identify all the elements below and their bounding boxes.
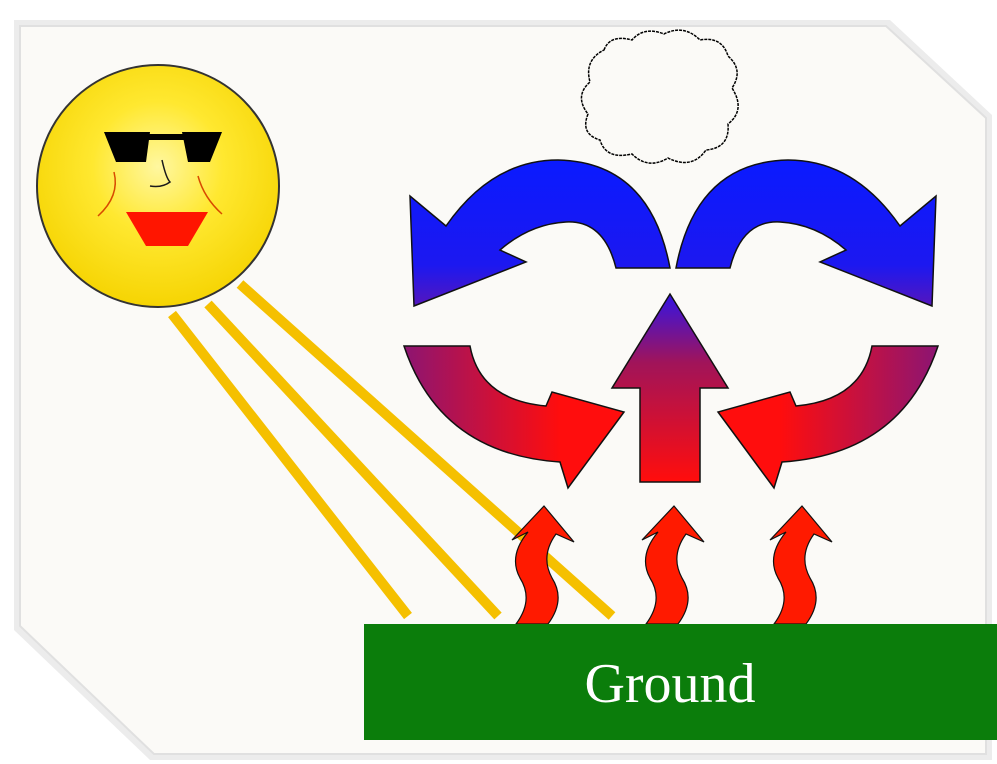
ground-label: Ground: [584, 653, 755, 715]
ground: Ground: [364, 624, 997, 740]
sun: [37, 65, 279, 307]
